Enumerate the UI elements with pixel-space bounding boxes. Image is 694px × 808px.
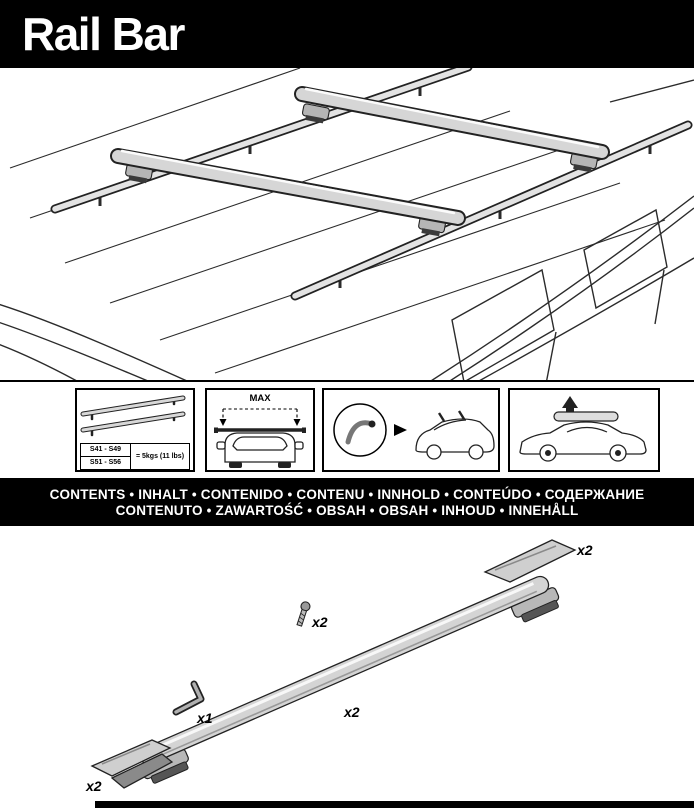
divider-rule [0, 380, 694, 382]
car-body-lines [0, 79, 694, 447]
foot-qty: x2 [86, 778, 102, 794]
parts-diagram [90, 539, 577, 789]
contents-line-1: CONTENTS • INHALT • CONTENIDO • CONTENU … [49, 486, 645, 502]
load-spec-value: = 5kgs (11 lbs) [135, 453, 185, 460]
page-title: Rail Bar [22, 8, 185, 60]
tighten-check-car-icon [333, 403, 495, 460]
info-strip: S41 - S49 S51 - S56 = 5kgs (11 lbs) MAX [0, 382, 694, 478]
allen-key-part [172, 680, 205, 716]
rear-cross-bar [294, 86, 610, 173]
model-range-1: S41 - S49 [81, 444, 130, 457]
rail-bar-part [139, 575, 560, 784]
bar-qty: x2 [344, 704, 360, 720]
load-spec-box: S41 - S49 S51 - S56 = 5kgs (11 lbs) [75, 388, 195, 472]
contents-line-2: CONTENUTO • ZAWARTOŚĆ • OBSAH • OBSAH • … [115, 502, 579, 518]
roof-box-load-box [508, 388, 660, 472]
tighten-check-box [322, 388, 500, 472]
contents-bar: CONTENTS • INHALT • CONTENIDO • CONTENU … [0, 478, 694, 526]
max-label: MAX [249, 393, 271, 404]
title-bar: Rail Bar [0, 0, 694, 68]
load-spec-table: S41 - S49 S51 - S56 = 5kgs (11 lbs) [80, 443, 190, 470]
roof-illustration-section [0, 62, 694, 447]
foot-cover-part [90, 739, 174, 789]
screw-qty: x2 [312, 614, 328, 630]
two-rail-bars-icon [80, 395, 186, 437]
end-cover-part [483, 539, 577, 583]
screw-part [296, 601, 311, 627]
max-width-box: MAX [205, 388, 315, 472]
roof-rails [50, 62, 693, 301]
car-roof-illustration [0, 62, 694, 447]
model-range-2: S51 - S56 [89, 459, 122, 466]
end-cover-qty: x2 [577, 542, 593, 558]
model-ranges: S41 - S49 S51 - S56 [81, 444, 131, 469]
next-section-band [95, 801, 694, 808]
car-roof-box-icon [519, 396, 647, 462]
parts-diagram-section: x2 x2 x2 x1 x2 [0, 526, 694, 800]
max-width-car-front-icon: MAX [214, 393, 306, 468]
front-cross-bar [110, 148, 466, 237]
allen-key-qty: x1 [197, 710, 213, 726]
